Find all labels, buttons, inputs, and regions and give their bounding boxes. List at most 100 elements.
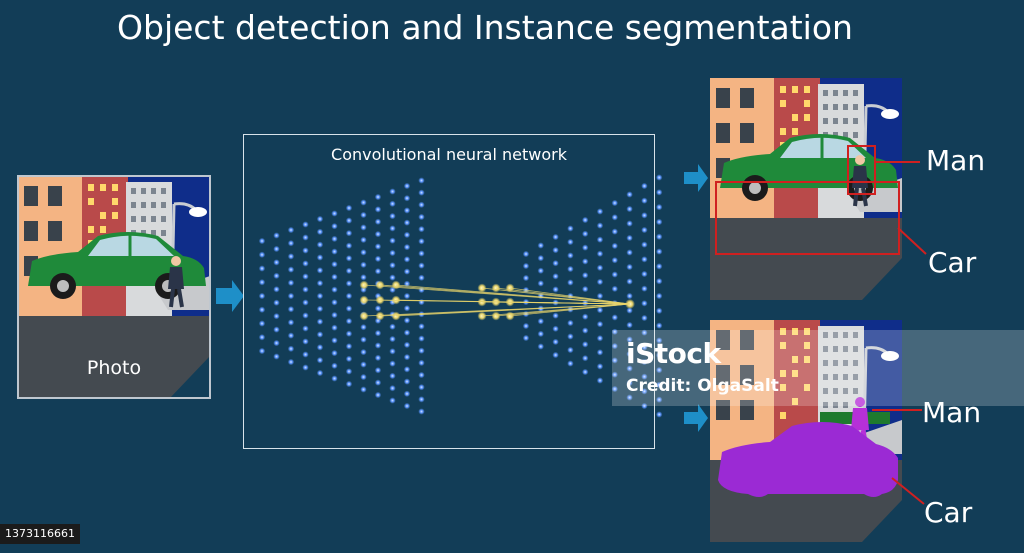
- neuron: [273, 232, 280, 239]
- neuron: [403, 207, 411, 214]
- neuron: [582, 216, 589, 224]
- neuron: [567, 265, 574, 273]
- neuron: [374, 255, 382, 263]
- neuron: [537, 242, 544, 249]
- neuron: [567, 252, 574, 259]
- segmentation-car-connector: [891, 477, 925, 505]
- neuron: [641, 402, 648, 410]
- neuron: [258, 237, 266, 245]
- neuron: [552, 260, 559, 267]
- neuron: [611, 285, 618, 293]
- neuron: [374, 305, 382, 312]
- neuron: [582, 244, 589, 251]
- man-bounding-box: [847, 145, 876, 195]
- neuron: [273, 339, 280, 347]
- neuron: [641, 285, 648, 292]
- neuron: [287, 240, 295, 247]
- neuron: [567, 346, 574, 354]
- watermark-credit: Credit: OlgaSalt: [626, 376, 779, 396]
- neuron: [582, 313, 589, 320]
- neuron: [345, 292, 353, 300]
- neuron: [287, 226, 295, 234]
- neuron: [316, 254, 324, 261]
- neuron: [596, 278, 604, 286]
- neuron: [374, 268, 382, 275]
- neuron: [582, 258, 589, 265]
- neuron: [418, 396, 425, 403]
- neuron: [331, 210, 338, 217]
- neuron: [626, 394, 633, 401]
- neuron: [418, 250, 425, 257]
- neuron: [273, 299, 280, 306]
- neuron: [374, 243, 382, 250]
- neuron: [360, 274, 367, 281]
- neuron: [360, 386, 367, 393]
- neuron: [316, 292, 324, 300]
- neuron: [316, 215, 324, 223]
- neuron: [582, 327, 589, 334]
- network-link: [509, 301, 631, 305]
- network-links: [363, 284, 631, 317]
- neuron: [596, 264, 604, 272]
- neuron: [418, 213, 425, 221]
- neuron: [331, 299, 338, 306]
- neuron: [537, 318, 544, 325]
- neuron: [360, 224, 367, 231]
- neuron: [287, 266, 295, 273]
- neuron: [273, 272, 280, 280]
- neuron: [316, 267, 324, 274]
- neuron: [656, 396, 663, 403]
- neuron: [552, 312, 559, 319]
- neuron: [389, 237, 396, 244]
- neuron: [582, 354, 589, 362]
- neuron: [626, 336, 633, 343]
- neuron: [273, 286, 280, 293]
- neuron: [611, 342, 618, 350]
- neuron: [258, 320, 266, 327]
- neuron: [331, 261, 338, 268]
- neuron: [389, 360, 396, 367]
- arrow-to-segmentation: [684, 404, 708, 432]
- neuron: [316, 279, 324, 287]
- neuron: [374, 329, 382, 337]
- neuron: [345, 355, 353, 363]
- neuron: [656, 322, 663, 329]
- neuron: [374, 391, 382, 399]
- neuron: [596, 320, 604, 328]
- watermark-band: [612, 330, 1024, 406]
- segmentation-panel: [708, 318, 904, 544]
- neuron: [331, 324, 338, 331]
- neuron: [331, 337, 338, 344]
- neuron: [596, 306, 604, 314]
- neuron: [656, 277, 663, 285]
- neuron: [331, 222, 338, 230]
- neuron: [418, 408, 425, 415]
- neuron: [403, 329, 411, 336]
- neuron: [611, 214, 618, 221]
- neuron: [418, 274, 425, 281]
- network-link: [395, 284, 631, 305]
- neuron: [403, 292, 411, 300]
- neuron: [596, 236, 604, 243]
- neuron: [552, 325, 559, 332]
- neuron: [316, 305, 324, 313]
- neuron: [626, 292, 633, 300]
- neuron: [641, 197, 648, 204]
- neuron: [626, 191, 633, 198]
- neuron: [389, 397, 396, 404]
- neuron: [258, 265, 266, 272]
- neuron: [360, 211, 367, 219]
- neuron: [331, 273, 338, 281]
- neuron: [302, 247, 309, 254]
- neuron: [626, 234, 633, 242]
- neuron: [345, 229, 353, 237]
- neuron: [360, 236, 367, 244]
- neuron: [537, 254, 544, 262]
- neuron: [522, 250, 530, 258]
- neuron: [389, 385, 396, 392]
- neuron: [316, 369, 324, 377]
- neuron: [316, 344, 324, 351]
- neuron: [656, 292, 663, 300]
- neuron: [389, 188, 396, 195]
